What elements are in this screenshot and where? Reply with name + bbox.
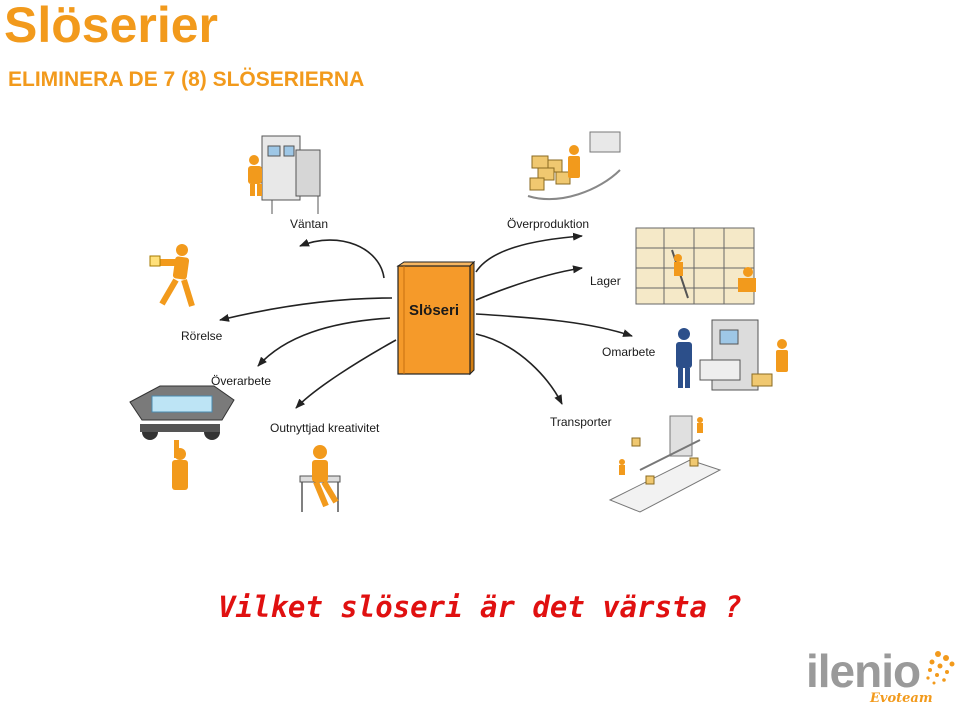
label-lager: Lager bbox=[590, 274, 621, 288]
illustration-overproduktion bbox=[527, 131, 621, 201]
illustration-omarbete bbox=[676, 319, 788, 391]
arrow-transporter bbox=[475, 333, 563, 405]
illustration-lager bbox=[635, 227, 756, 305]
arrows bbox=[219, 232, 633, 409]
illustration-rorelse bbox=[149, 244, 195, 307]
arrow-vantan bbox=[299, 238, 385, 279]
label-omarbete: Omarbete bbox=[602, 345, 656, 359]
slide-title: Slöserier bbox=[4, 0, 219, 53]
illustration-kreativitet bbox=[299, 445, 341, 512]
label-transporter: Transporter bbox=[550, 415, 612, 429]
label-rorelse: Rörelse bbox=[181, 329, 223, 343]
arrow-omarbete bbox=[475, 313, 633, 337]
logo-subtitle: Evoteam bbox=[870, 691, 933, 706]
illustration-overarbete bbox=[129, 385, 235, 490]
sloseri-book: Slöseri bbox=[396, 260, 476, 376]
arrow-kreativitet bbox=[295, 339, 397, 409]
illustration-transporter bbox=[608, 415, 722, 513]
arrow-rorelse bbox=[219, 297, 393, 322]
label-overproduktion: Överproduktion bbox=[507, 217, 589, 231]
logo-wordmark: ilenio bbox=[806, 645, 921, 697]
slide-subtitle: ELIMINERA DE 7 (8) SLÖSERIERNA bbox=[8, 68, 365, 91]
label-overarbete: Överarbete bbox=[211, 374, 271, 388]
arrow-overproduktion bbox=[475, 232, 583, 273]
label-kreativitet: Outnyttjad kreativitet bbox=[270, 421, 380, 435]
book-label: Slöseri bbox=[409, 302, 459, 319]
label-vantan: Väntan bbox=[290, 217, 328, 231]
logo-dots-icon bbox=[926, 651, 955, 685]
arrow-lager bbox=[475, 265, 583, 301]
arrow-overarbete bbox=[257, 317, 391, 367]
question-text: Vilket slöseri är det värsta ? bbox=[218, 590, 742, 624]
illustration-vantan bbox=[248, 135, 321, 214]
